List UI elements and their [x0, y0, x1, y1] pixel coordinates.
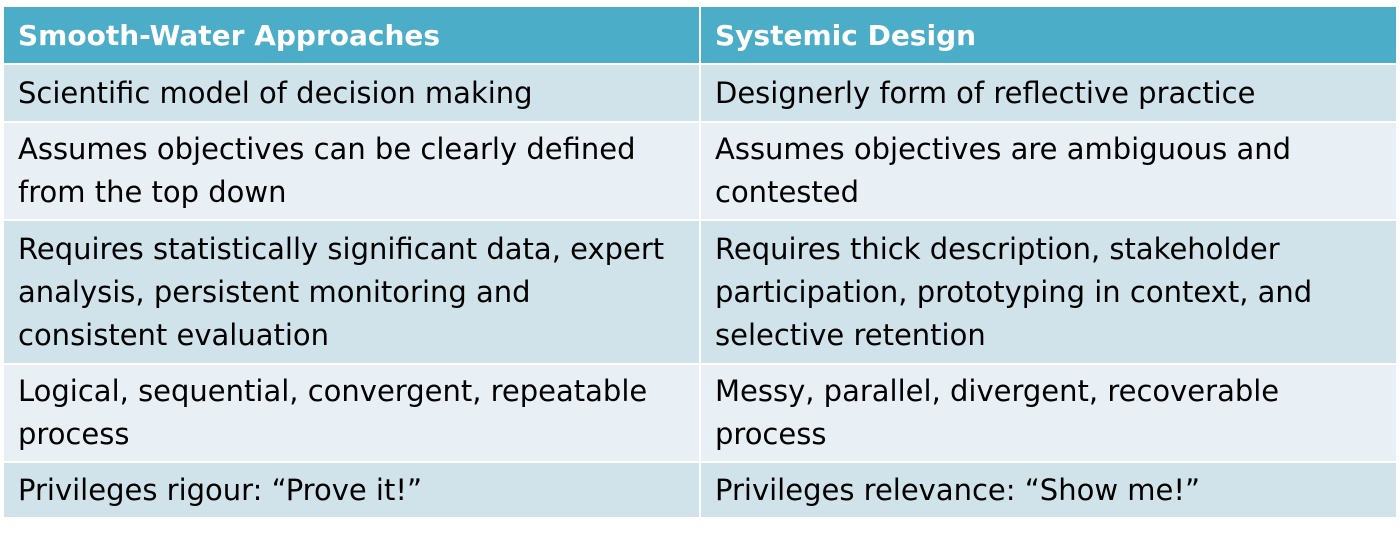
cell-systemic-design: Privileges relevance: “Show me!”	[699, 461, 1398, 519]
table-header-row: Smooth-Water Approaches Systemic Design	[2, 5, 1398, 65]
table-row: Scientific model of decision making Desi…	[2, 63, 1398, 123]
cell-systemic-design: Messy, parallel, divergent, recoverable …	[699, 363, 1398, 463]
table-row: Logical, sequential, convergent, repeata…	[2, 363, 1398, 463]
cell-smooth-water: Logical, sequential, convergent, repeata…	[2, 363, 701, 463]
cell-systemic-design: Requires thick description, stakeholder …	[699, 219, 1398, 365]
header-systemic-design: Systemic Design	[699, 5, 1398, 65]
cell-systemic-design: Assumes objectives are ambiguous and con…	[699, 121, 1398, 221]
cell-smooth-water: Assumes objectives can be clearly define…	[2, 121, 701, 221]
table-row: Requires statistically significant data,…	[2, 219, 1398, 365]
table-row: Assumes objectives can be clearly define…	[2, 121, 1398, 221]
cell-smooth-water: Scientific model of decision making	[2, 63, 701, 123]
cell-smooth-water: Requires statistically significant data,…	[2, 219, 701, 365]
comparison-table: Smooth-Water Approaches Systemic Design …	[2, 5, 1398, 519]
table-row: Privileges rigour: “Prove it!” Privilege…	[2, 461, 1398, 519]
cell-systemic-design: Designerly form of reflective practice	[699, 63, 1398, 123]
header-smooth-water: Smooth-Water Approaches	[2, 5, 701, 65]
cell-smooth-water: Privileges rigour: “Prove it!”	[2, 461, 701, 519]
